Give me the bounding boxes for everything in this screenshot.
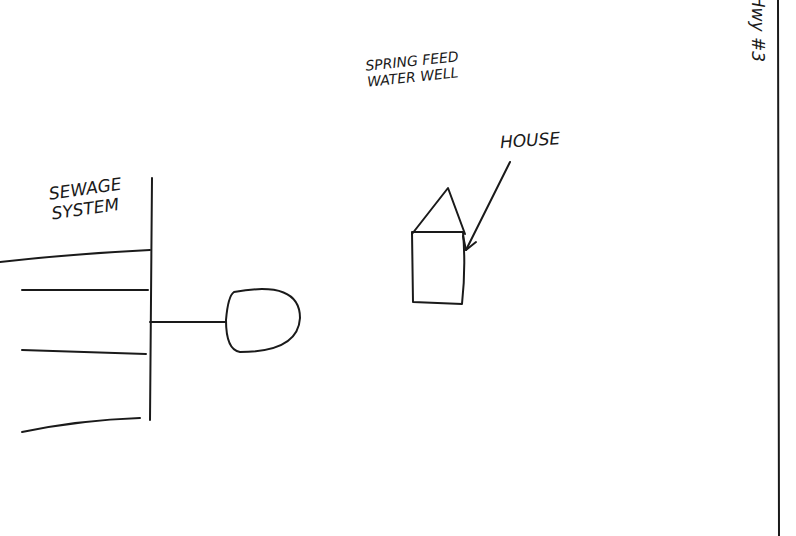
leach-line bbox=[22, 289, 148, 291]
arrow-head bbox=[463, 236, 476, 250]
highway-label: Hwy #3 bbox=[747, 0, 767, 85]
house-label: HOUSE bbox=[499, 127, 590, 153]
house-outline bbox=[412, 232, 464, 304]
leach-line bbox=[0, 250, 150, 262]
leach-line bbox=[22, 418, 140, 432]
leach-line bbox=[22, 350, 146, 354]
well-label: SPRING FEED WATER WELL bbox=[365, 46, 480, 90]
tank-pipe bbox=[150, 321, 226, 323]
system-label: SEWAGE SYSTEM bbox=[48, 172, 148, 224]
house-roof bbox=[412, 188, 465, 234]
leader-arrow bbox=[466, 162, 510, 250]
highway-line bbox=[778, 0, 779, 536]
septic-tank bbox=[226, 289, 300, 352]
header-pipe bbox=[150, 178, 152, 420]
